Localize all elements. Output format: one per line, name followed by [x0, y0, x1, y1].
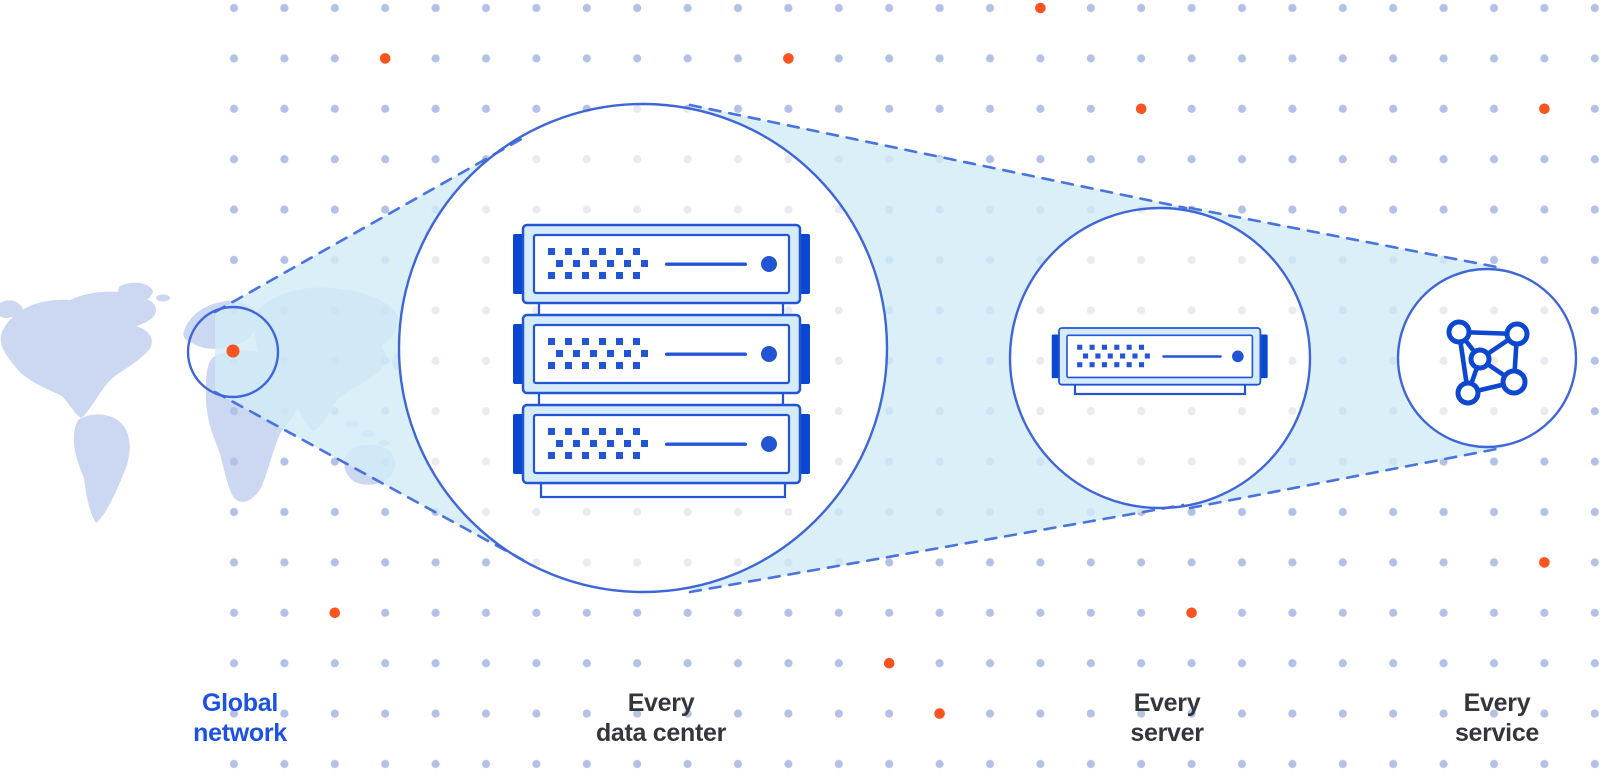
caption-line: network	[193, 719, 287, 747]
caption-every-server: Every server	[1130, 688, 1204, 748]
accent-dot	[379, 53, 391, 64]
server-rack-base	[539, 481, 787, 499]
dashed-connector-lines	[213, 103, 1504, 594]
data-center-circle	[397, 102, 889, 594]
caption-line: data center	[595, 719, 727, 747]
caption-line: Every	[1463, 689, 1531, 717]
accent-dot	[1539, 103, 1550, 115]
caption-line: Every	[627, 689, 695, 717]
caption-line: service	[1454, 719, 1540, 747]
service-circle	[1396, 267, 1578, 449]
network-graph-icon	[1446, 319, 1530, 406]
single-server-illustration	[1050, 327, 1269, 396]
globe-highlight-circle	[186, 305, 280, 399]
caption-line: server	[1130, 719, 1204, 747]
accent-dot	[1539, 557, 1550, 568]
caption-every-data-center: Every data center	[596, 688, 726, 748]
accent-dot	[783, 53, 794, 64]
accent-dots	[329, 2, 1550, 719]
server-unit-2	[511, 313, 812, 395]
accent-dot	[934, 708, 945, 719]
server-circle	[1008, 206, 1312, 510]
server-unit-1	[511, 223, 812, 305]
map-marker-dot	[226, 344, 240, 358]
caption-every-service: Every service	[1455, 688, 1539, 748]
accent-dot	[329, 607, 341, 619]
accent-dot	[1186, 607, 1197, 619]
caption-line: Global	[202, 689, 278, 717]
server-rack-illustration	[511, 223, 812, 499]
caption-global-network: Global network	[193, 688, 287, 748]
accent-dot	[1135, 103, 1147, 115]
caption-line: Every	[1133, 689, 1201, 717]
server-unit-3	[511, 403, 812, 485]
accent-dot	[1035, 2, 1046, 14]
accent-dot	[883, 657, 895, 669]
